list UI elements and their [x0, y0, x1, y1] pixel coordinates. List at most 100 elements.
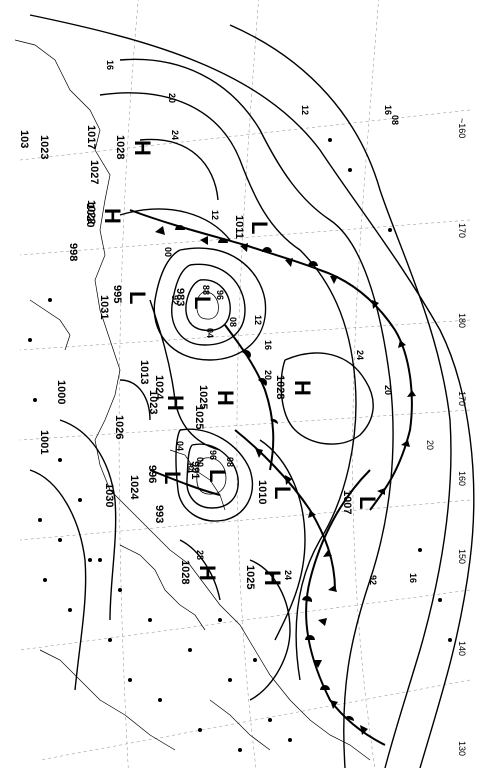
pressure-value: 1000 [55, 380, 67, 404]
pressure-value: 1023 [38, 135, 50, 159]
low-center: L 1007 [341, 490, 380, 514]
contour-label: 16 [263, 340, 273, 350]
svg-text:L: L [205, 469, 230, 482]
contour-label: 04 [205, 328, 215, 338]
contour-label: 12 [253, 315, 263, 325]
pressure-label: 1028 [179, 560, 191, 584]
pressure-label: 1025 [197, 385, 209, 409]
svg-text:L: L [247, 221, 272, 234]
pressure-label: 1028 [274, 375, 286, 399]
pressure-value: 998 [67, 243, 79, 261]
contour-label: 00 [195, 457, 205, 467]
low-center: L 996 [146, 465, 185, 484]
pressure-label: 991 [189, 461, 201, 479]
contour-label: 96 [215, 290, 225, 300]
contour-label: 24 [170, 130, 180, 140]
contour-label: 24 [355, 350, 365, 360]
contour-label: 28 [195, 550, 205, 560]
high-center: H 1028 [114, 135, 155, 159]
contour-label: 20 [263, 370, 273, 380]
pressure-value: 1022 [85, 200, 97, 224]
pressure-label: 996 [146, 465, 158, 483]
svg-text:H: H [195, 565, 220, 581]
pressure-value: 103 [18, 130, 30, 148]
contour-label: 92 [170, 295, 180, 305]
svg-text:H: H [213, 390, 238, 406]
longitude-label: 160 [457, 471, 467, 486]
pressure-value: 1017 [85, 125, 97, 149]
high-center: H 1025 [244, 565, 285, 589]
pressure-label: 1020 [84, 203, 96, 227]
contour-label: 08 [228, 317, 238, 327]
contour-label: 16 [105, 60, 115, 70]
contour-label: 84 [185, 463, 195, 473]
svg-text:L: L [125, 291, 150, 304]
pressure-label: 1007 [341, 490, 353, 514]
station-markers [28, 138, 452, 752]
pressure-value: 1030 [103, 483, 115, 507]
pressure-value: 1025 [193, 405, 205, 429]
longitude-label: 150 [457, 549, 467, 564]
longitude-label: 170 [457, 223, 467, 238]
low-center: L 991 [189, 461, 230, 482]
svg-text:H: H [163, 395, 188, 411]
pressure-value: 1031 [98, 295, 110, 319]
svg-text:L: L [160, 471, 185, 484]
contour-label: 92 [368, 575, 378, 585]
svg-text:H: H [290, 380, 315, 396]
contour-label: 16 [408, 573, 418, 583]
pressure-label: 1025 [244, 565, 256, 589]
low-center: L 1010 [256, 480, 295, 504]
contour-label: 20 [167, 93, 177, 103]
graticule [19, 0, 471, 768]
contour-label: 00 [163, 247, 173, 257]
contour-label: 16 [383, 105, 393, 115]
svg-text:L: L [270, 486, 295, 499]
pressure-values: 1031 1000 1001 1030 1024 1026 993 1013 9… [18, 125, 205, 523]
pressure-value: 1001 [38, 430, 50, 454]
isobars [29, 14, 475, 768]
longitude-label: 130 [457, 741, 467, 756]
front-symbols [155, 225, 416, 735]
low-center: L 1011 [233, 215, 272, 239]
contour-label: 12 [300, 105, 310, 115]
contour-label: 08 [390, 115, 400, 125]
pressure-value: 1024 [153, 375, 165, 400]
pressure-label: 1023 [147, 390, 159, 414]
contour-label: 04 [175, 441, 185, 451]
contour-label: 20 [383, 385, 393, 395]
svg-text:L: L [190, 296, 215, 309]
contour-labels: 08 12 16 20 24 24 20 16 12 08 04 00 96 9… [105, 60, 418, 585]
contour-label: 08 [225, 457, 235, 467]
longitude-label: 180 [457, 313, 467, 328]
low-center: L 983 [174, 288, 215, 309]
pressure-label: 1011 [233, 215, 245, 239]
longitude-label: 140 [457, 641, 467, 656]
high-center: H 1020 [84, 203, 125, 227]
pressure-value: 1024 [128, 475, 140, 500]
svg-text:H: H [130, 140, 155, 156]
pressure-value: 1013 [138, 360, 150, 384]
pressure-label: 995 [111, 285, 123, 303]
pressure-centers: H 1028 H 1020 H 1028 H 1025 H 1023 H 102… [84, 135, 380, 589]
pressure-label: 1028 [114, 135, 126, 159]
pressure-label: 1010 [256, 480, 268, 504]
high-center: H 1028 [179, 560, 220, 584]
contour-label: 24 [283, 570, 293, 580]
pressure-value: 1026 [113, 415, 125, 439]
pressure-label: 983 [174, 288, 186, 306]
graticule-labels: ~160 170 180 170 160 150 140 130 20 [425, 118, 467, 756]
pressure-value: 1027 [88, 160, 100, 184]
contour-label: 96 [208, 450, 218, 460]
pressure-value: 993 [153, 505, 165, 523]
high-center: H 1028 [274, 375, 315, 399]
svg-text:H: H [260, 570, 285, 586]
low-center: L 995 [111, 285, 150, 304]
coastlines [14, 39, 371, 761]
latitude-label: 20 [425, 440, 435, 450]
svg-text:H: H [100, 208, 125, 224]
longitude-label: 170 [457, 391, 467, 406]
contour-label: 12 [210, 210, 220, 220]
